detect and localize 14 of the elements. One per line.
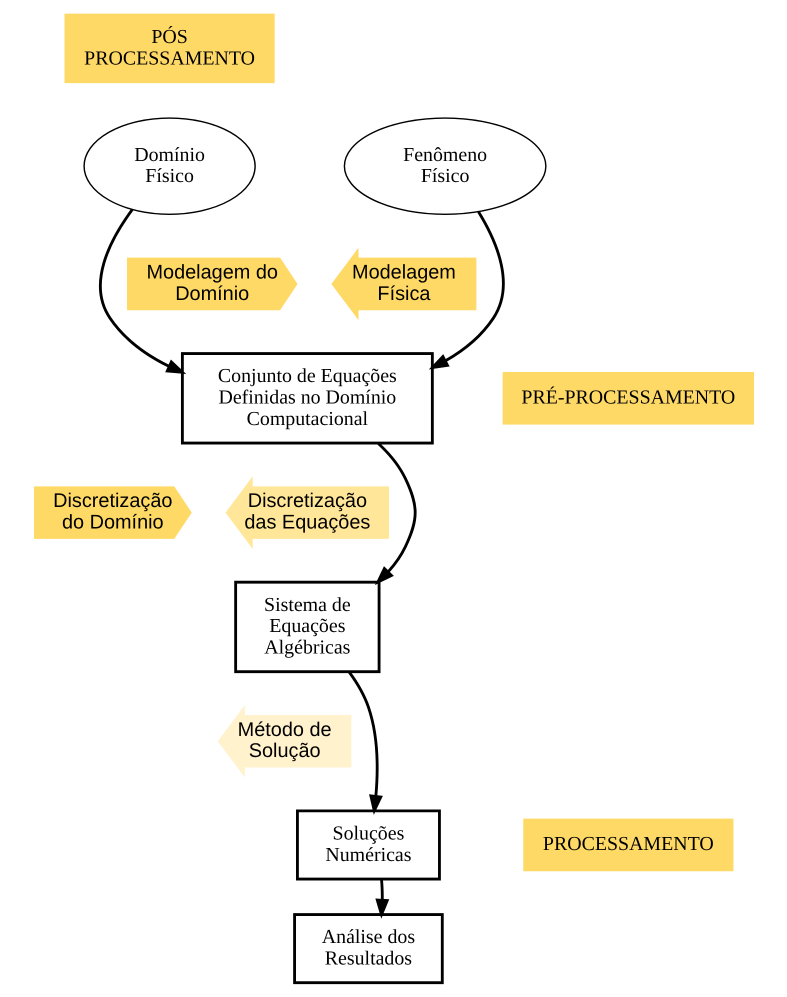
- node-box: PRÉ-PROCESSAMENTO: [502, 372, 754, 425]
- arrow: [374, 879, 389, 919]
- node-box: Sistema de Equações Algébricas: [234, 580, 380, 674]
- node-box: Análise dos Resultados: [292, 913, 444, 984]
- node-box: Soluções Numéricas: [296, 809, 440, 880]
- arrow: [98, 208, 186, 374]
- node-box: PÓS PROCESSAMENTO: [64, 14, 274, 84]
- node-box: Conjunto de Equações Definidas no Domínio Computacional: [180, 352, 434, 444]
- node-ellipse: Domínio Físico: [82, 117, 256, 215]
- arrow: [374, 442, 416, 586]
- arrow: [348, 671, 382, 815]
- node-box: PROCESSAMENTO: [522, 818, 733, 872]
- arrow: [428, 211, 504, 370]
- node-ellipse: Fenômeno Físico: [343, 117, 546, 215]
